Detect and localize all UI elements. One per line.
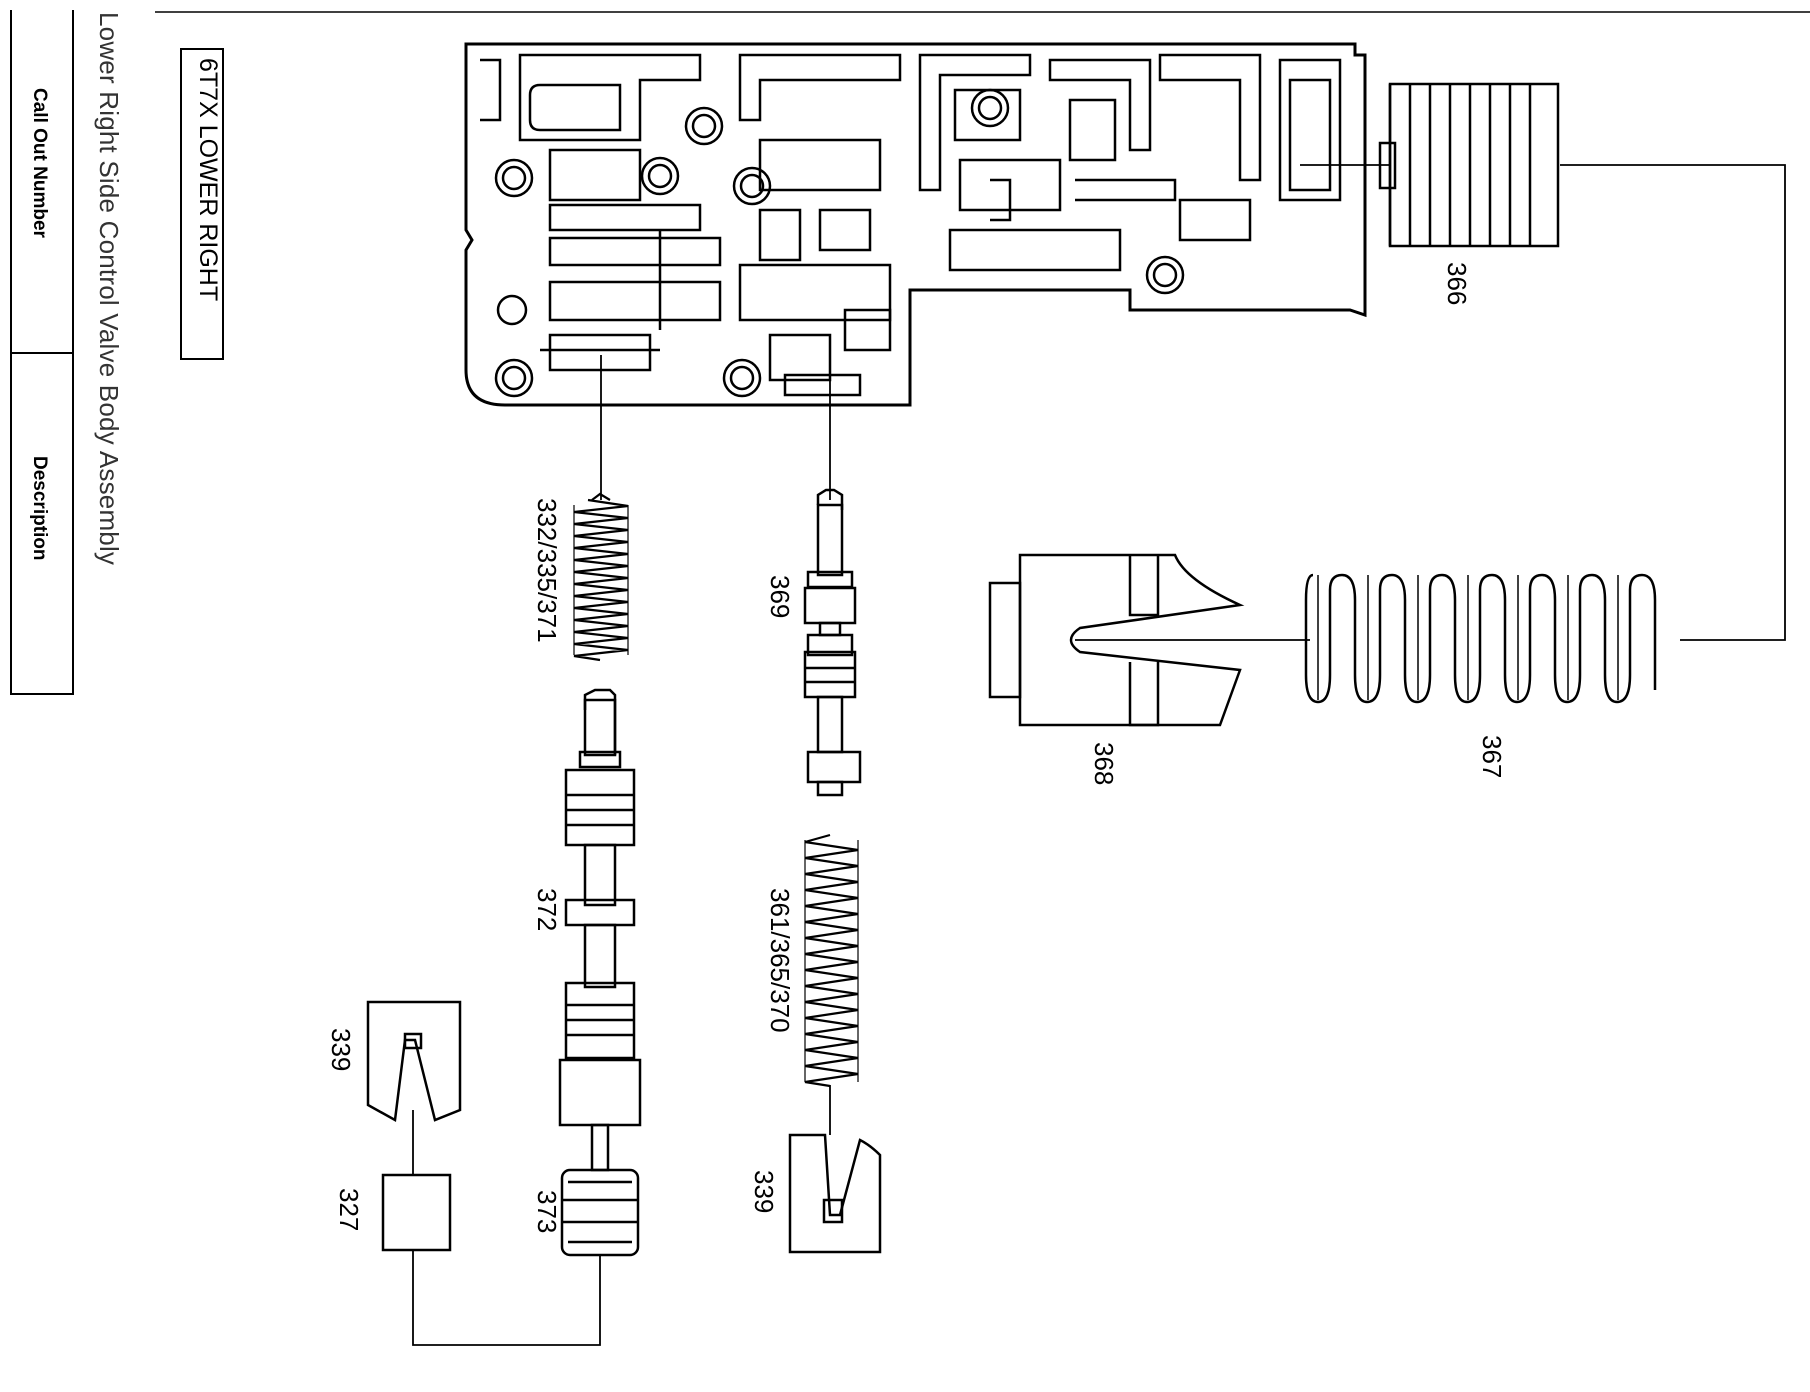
- valve-body-plate: [464, 42, 1367, 407]
- part-373: [560, 1123, 640, 1257]
- callout-366: 366: [1442, 262, 1472, 305]
- callout-368: 368: [1089, 742, 1119, 785]
- callout-327: 327: [334, 1188, 364, 1231]
- part-339-a: [788, 1133, 882, 1254]
- callout-367: 367: [1477, 735, 1507, 778]
- callout-339-b: 339: [326, 1028, 356, 1071]
- part-339-b: [366, 1000, 462, 1122]
- part-369: [803, 488, 862, 797]
- callout-339-a: 339: [749, 1170, 779, 1213]
- part-332-335-371-spring: [573, 492, 629, 662]
- callout-373: 373: [532, 1190, 562, 1233]
- valve-body-bolt-holes: [494, 88, 1185, 398]
- part-366: [1378, 82, 1560, 248]
- part-327: [381, 1173, 452, 1252]
- callout-332-335-371: 332/335/371: [532, 498, 562, 643]
- callout-header-table: [10, 10, 74, 695]
- part-367-spring: [1304, 573, 1657, 704]
- part-368: [988, 553, 1245, 727]
- callout-361-365-370: 361/365/370: [765, 888, 795, 1033]
- callout-369: 369: [765, 575, 795, 618]
- callout-number-cell: [12, 10, 72, 354]
- leader-lines: [412, 164, 1786, 1346]
- callout-372: 372: [532, 888, 562, 931]
- part-372-valve: [558, 688, 642, 1127]
- view-label-box: 6T7X LOWER RIGHT: [180, 48, 224, 360]
- part-361-365-370-spring: [804, 833, 859, 1088]
